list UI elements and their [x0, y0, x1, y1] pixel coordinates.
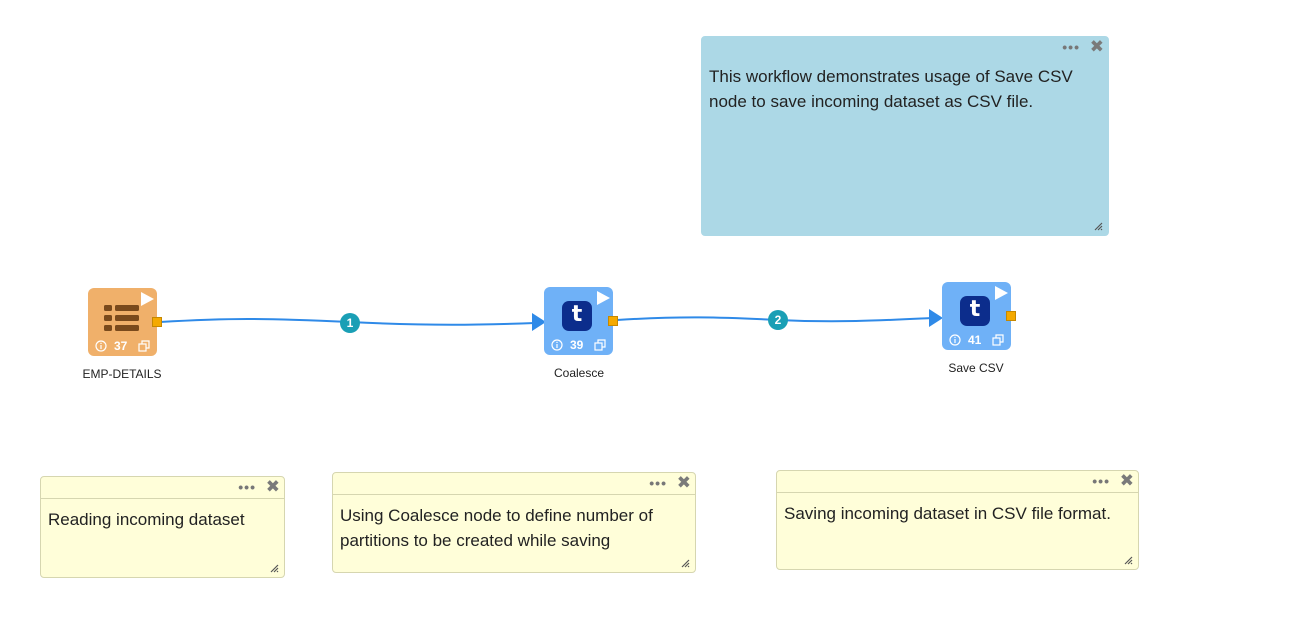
- info-icon[interactable]: [95, 340, 107, 352]
- coalesce-note[interactable]: ••• ✖ Using Coalesce node to define numb…: [332, 472, 696, 573]
- note-text[interactable]: Using Coalesce node to define number of …: [340, 506, 653, 550]
- note-text[interactable]: This workflow demonstrates usage of Save…: [709, 67, 1073, 111]
- note-header: ••• ✖: [41, 477, 284, 499]
- info-icon[interactable]: [551, 339, 563, 351]
- play-icon[interactable]: [596, 291, 610, 305]
- note-close-icon[interactable]: ✖: [1089, 37, 1104, 56]
- dataset-table-icon: [104, 305, 139, 331]
- node-label-save-csv: Save CSV: [948, 361, 1004, 375]
- resize-handle-icon[interactable]: [681, 559, 690, 568]
- note-menu-icon[interactable]: •••: [649, 475, 667, 491]
- node-id: 41: [968, 333, 982, 347]
- node-coalesce[interactable]: t 39: [544, 287, 618, 355]
- reading-note[interactable]: ••• ✖ Reading incoming dataset: [40, 476, 285, 578]
- copy-icon[interactable]: [138, 340, 150, 352]
- note-close-icon[interactable]: ✖: [676, 473, 691, 492]
- node-footer: 41: [942, 333, 1011, 347]
- transform-t-icon: t: [960, 296, 990, 326]
- edge-badge-1[interactable]: 1: [340, 313, 360, 333]
- node-id: 39: [570, 338, 584, 352]
- description-note[interactable]: ••• ✖ This workflow demonstrates usage o…: [701, 36, 1109, 236]
- node-footer: 39: [544, 338, 613, 352]
- copy-icon[interactable]: [594, 339, 606, 351]
- note-menu-icon[interactable]: •••: [1092, 473, 1110, 489]
- note-text[interactable]: Reading incoming dataset: [48, 510, 245, 529]
- resize-handle-icon[interactable]: [1124, 556, 1133, 565]
- node-save-csv[interactable]: t 41: [942, 282, 1016, 350]
- copy-icon[interactable]: [992, 334, 1004, 346]
- note-menu-icon[interactable]: •••: [1062, 39, 1080, 55]
- note-close-icon[interactable]: ✖: [1119, 471, 1134, 490]
- note-text[interactable]: Saving incoming dataset in CSV file form…: [784, 504, 1111, 523]
- output-port[interactable]: [152, 317, 162, 327]
- note-header: ••• ✖: [333, 473, 695, 495]
- edge-badge-2[interactable]: 2: [768, 310, 788, 330]
- note-header: ••• ✖: [702, 37, 1108, 58]
- play-icon[interactable]: [140, 292, 154, 306]
- node-id: 37: [114, 339, 128, 353]
- info-icon[interactable]: [949, 334, 961, 346]
- node-emp-details[interactable]: 37: [88, 288, 162, 356]
- node-label-coalesce: Coalesce: [553, 366, 605, 380]
- output-port[interactable]: [1006, 311, 1016, 321]
- resize-handle-icon[interactable]: [270, 564, 279, 573]
- note-menu-icon[interactable]: •••: [238, 479, 256, 495]
- saving-note[interactable]: ••• ✖ Saving incoming dataset in CSV fil…: [776, 470, 1139, 570]
- transform-t-icon: t: [562, 301, 592, 331]
- play-icon[interactable]: [994, 286, 1008, 300]
- resize-handle-icon[interactable]: [1094, 222, 1103, 231]
- node-footer: 37: [88, 339, 157, 353]
- node-label-emp-details: EMP-DETAILS: [82, 367, 162, 381]
- note-close-icon[interactable]: ✖: [265, 477, 280, 496]
- output-port[interactable]: [608, 316, 618, 326]
- note-header: ••• ✖: [777, 471, 1138, 493]
- edge-1-arrow: [532, 313, 546, 331]
- edge-2-arrow: [929, 309, 943, 327]
